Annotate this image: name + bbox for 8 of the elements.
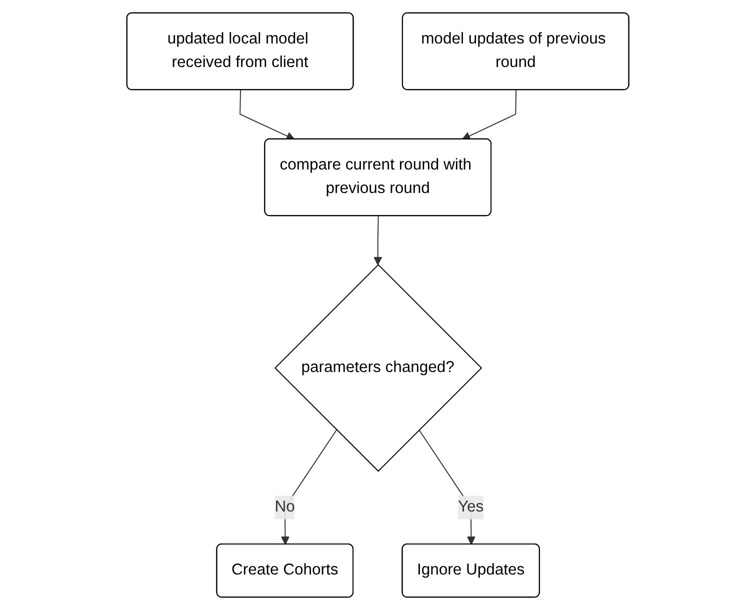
arrow bbox=[240, 89, 295, 140]
node-diamond bbox=[274, 264, 482, 472]
edge-label: No bbox=[274, 498, 296, 515]
flowchart: No Yes updated local model received from client model updates of previous round compare current round with previous round parameters changed? Create Cohorts Ignore Updates bbox=[119, 4, 637, 604]
arrow bbox=[281, 428, 338, 544]
arrow bbox=[462, 89, 517, 140]
arrow bbox=[374, 215, 382, 265]
edge-label: Yes bbox=[458, 498, 484, 515]
